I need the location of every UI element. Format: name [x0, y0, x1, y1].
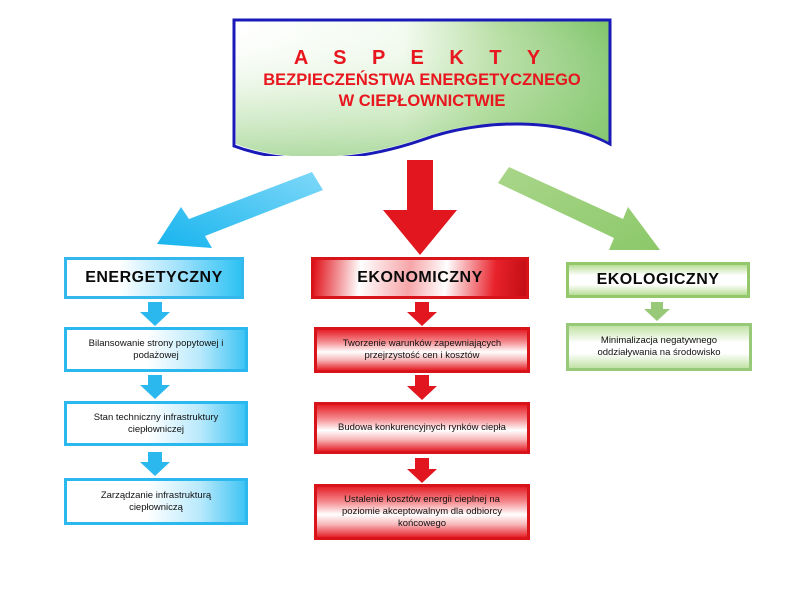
header-ecological: EKOLOGICZNY [566, 262, 750, 298]
banner-subtitle-line2: W CIEPŁOWNICTWIE [338, 92, 506, 110]
ecological-box-1-text: Minimalizacja negatywnego oddziaływania … [597, 335, 721, 358]
arrow-to-ecological [498, 167, 660, 250]
arrow-blue-2 [140, 375, 170, 399]
economic-box-2: Budowa konkurencyjnych rynków ciepła [314, 402, 530, 454]
economic-box-1: Tworzenie warunków zapewniających przejr… [314, 327, 530, 373]
arrow-to-economic [383, 160, 457, 255]
energetic-box-2: Stan techniczny infrastruktury ciepłowni… [64, 401, 248, 446]
banner-shape [232, 18, 612, 156]
arrow-green-1 [644, 302, 670, 321]
arrow-blue-1 [140, 302, 170, 326]
ecological-box-1: Minimalizacja negatywnego oddziaływania … [566, 323, 752, 371]
banner-subtitle-line1: BEZPIECZEŃSTWA ENERGETYCZNEGO [263, 71, 581, 89]
energetic-box-2-text: Stan techniczny infrastruktury ciepłowni… [93, 411, 219, 435]
arrow-blue-3 [140, 452, 170, 476]
banner-title: A S P E K T Y [293, 47, 551, 69]
economic-box-3-text: Ustalenie kosztów energii cieplnej na po… [342, 494, 502, 529]
economic-box-3: Ustalenie kosztów energii cieplnej na po… [314, 484, 530, 540]
energetic-box-3-text: Zarządzanie infrastrukturą ciepłowniczą [100, 489, 212, 513]
energetic-box-1-text: Bilansowanie strony popytowej i podażowe… [88, 337, 224, 361]
arrow-to-energetic [157, 172, 323, 248]
economic-box-1-text: Tworzenie warunków zapewniających przejr… [342, 338, 502, 361]
title-banner: A S P E K T Y BEZPIECZEŃSTWA ENERGETYCZN… [232, 18, 612, 156]
arrow-red-3 [407, 458, 437, 483]
header-economic: EKONOMICZNY [311, 257, 529, 299]
arrow-red-1 [407, 302, 437, 326]
header-energetic: ENERGETYCZNY [64, 257, 244, 299]
energetic-box-3: Zarządzanie infrastrukturą ciepłowniczą [64, 478, 248, 525]
economic-box-2-text: Budowa konkurencyjnych rynków ciepła [338, 422, 506, 433]
arrow-red-2 [407, 375, 437, 400]
banner-text: A S P E K T Y BEZPIECZEŃSTWA ENERGETYCZN… [232, 46, 612, 112]
energetic-box-1: Bilansowanie strony popytowej i podażowe… [64, 327, 248, 372]
